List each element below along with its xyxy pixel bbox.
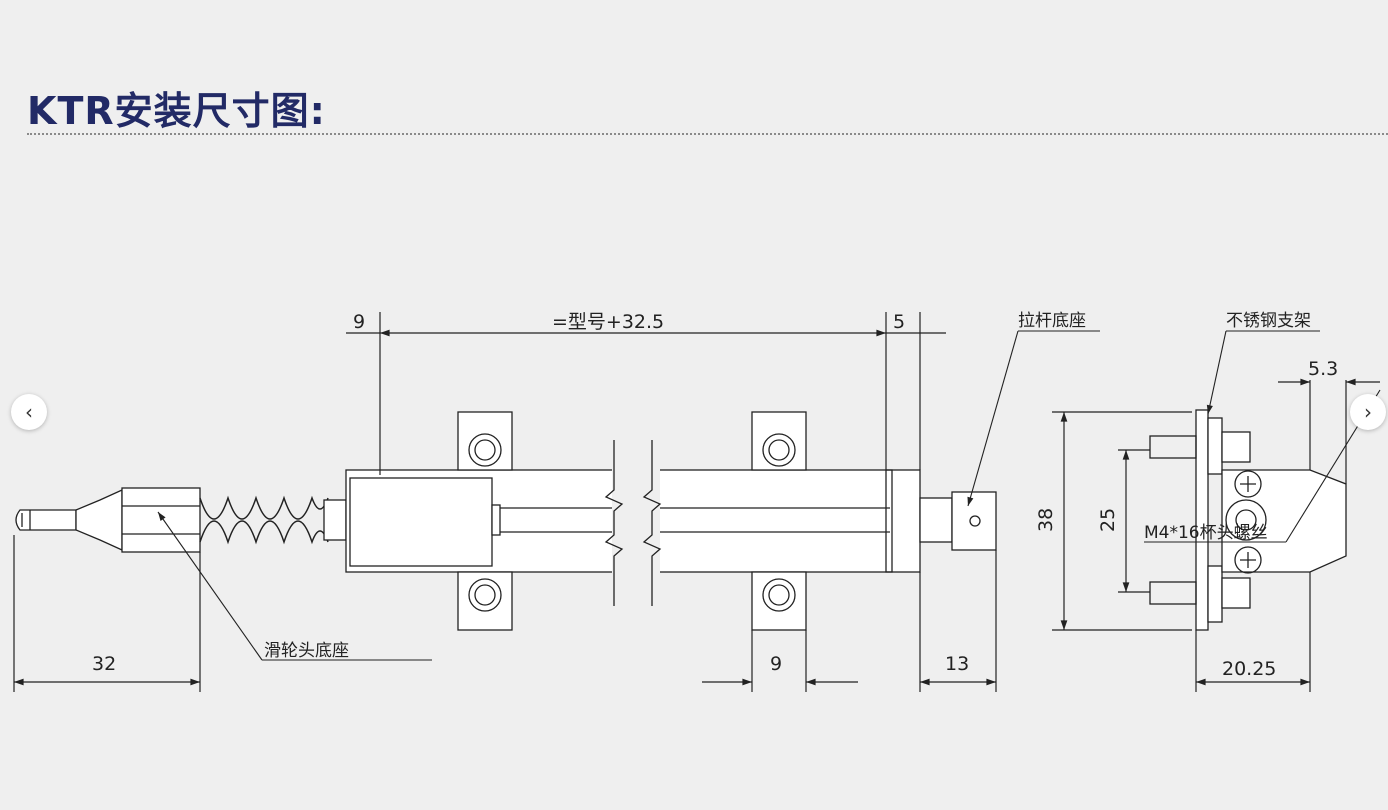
label-rod-base: 拉杆底座: [1018, 311, 1086, 331]
dim-13: 13: [945, 653, 969, 675]
dim-38: 38: [1035, 508, 1057, 532]
dimension-texts: 9 =型号+32.5 5 32 9 13 38 25 5.3 20.25: [92, 311, 1338, 680]
dim-25: 25: [1097, 508, 1119, 532]
dim-length-formula: =型号+32.5: [552, 311, 664, 333]
prev-image-button[interactable]: ‹: [11, 394, 47, 430]
dimension-lines: [13, 312, 1380, 692]
dim-5: 5: [893, 311, 905, 333]
label-pulley-base: 滑轮头底座: [264, 641, 349, 661]
next-image-button[interactable]: ›: [1350, 394, 1386, 430]
dotted-divider: [27, 133, 1388, 135]
side-view: [1149, 409, 1347, 631]
dim-5-3: 5.3: [1308, 358, 1338, 380]
dim-9-bottom: 9: [770, 653, 782, 675]
dim-20-25: 20.25: [1222, 658, 1276, 680]
dim-9-left: 9: [353, 311, 365, 333]
label-screw: M4*16杯头螺丝: [1144, 523, 1268, 543]
dim-32: 32: [92, 653, 116, 675]
chevron-left-icon: ‹: [25, 400, 33, 424]
chevron-right-icon: ›: [1364, 400, 1372, 424]
callout-labels: 滑轮头底座 拉杆底座 不锈钢支架 M4*16杯头螺丝: [264, 311, 1311, 661]
page-title: KTR安装尺寸图:: [27, 89, 326, 133]
sensor-body: [15, 411, 997, 631]
label-bracket: 不锈钢支架: [1226, 311, 1311, 331]
